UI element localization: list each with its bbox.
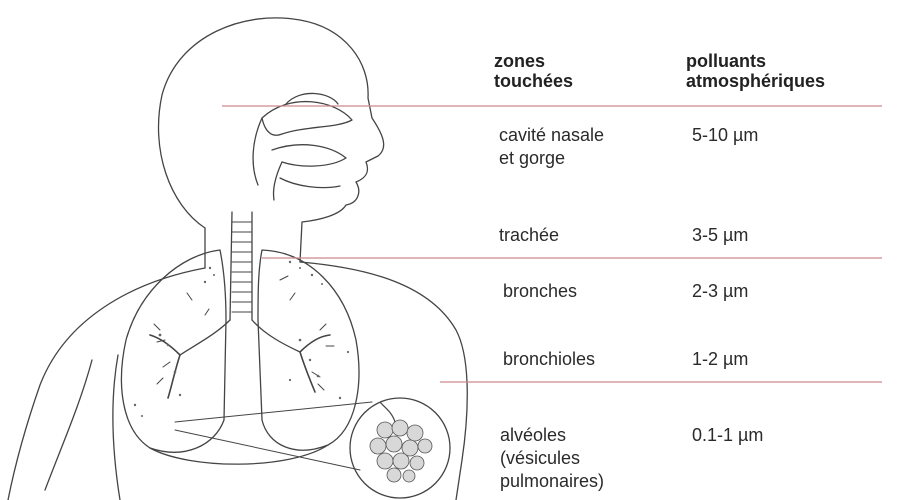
- lung-left: [121, 250, 226, 452]
- zone-label: bronches: [503, 280, 577, 303]
- head-outline: [159, 18, 384, 262]
- size-label: 1-2 µm: [692, 348, 748, 371]
- size-label: 2-3 µm: [692, 280, 748, 303]
- header-zones: zones touchées: [494, 51, 573, 91]
- zone-label: trachée: [499, 224, 559, 247]
- bronchi: [180, 320, 300, 355]
- zoom-lines: [175, 402, 372, 470]
- zone-label: alvéoles (vésicules pulmonaires): [500, 424, 604, 493]
- arm-outline: [113, 355, 120, 500]
- alveoli-cluster: [370, 420, 432, 482]
- zone-label: bronchioles: [503, 348, 595, 371]
- lung-right: [258, 250, 359, 450]
- header-pollutants: polluants atmosphériques: [686, 51, 825, 91]
- size-label: 3-5 µm: [692, 224, 748, 247]
- zone-label: cavité nasale et gorge: [499, 124, 604, 170]
- size-label: 0.1-1 µm: [692, 424, 763, 447]
- trachea: [230, 212, 252, 320]
- size-label: 5-10 µm: [692, 124, 758, 147]
